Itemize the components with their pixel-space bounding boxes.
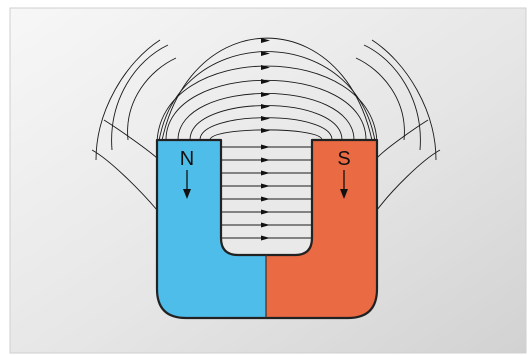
south-label: S [337, 148, 350, 170]
north-label: N [180, 148, 194, 170]
